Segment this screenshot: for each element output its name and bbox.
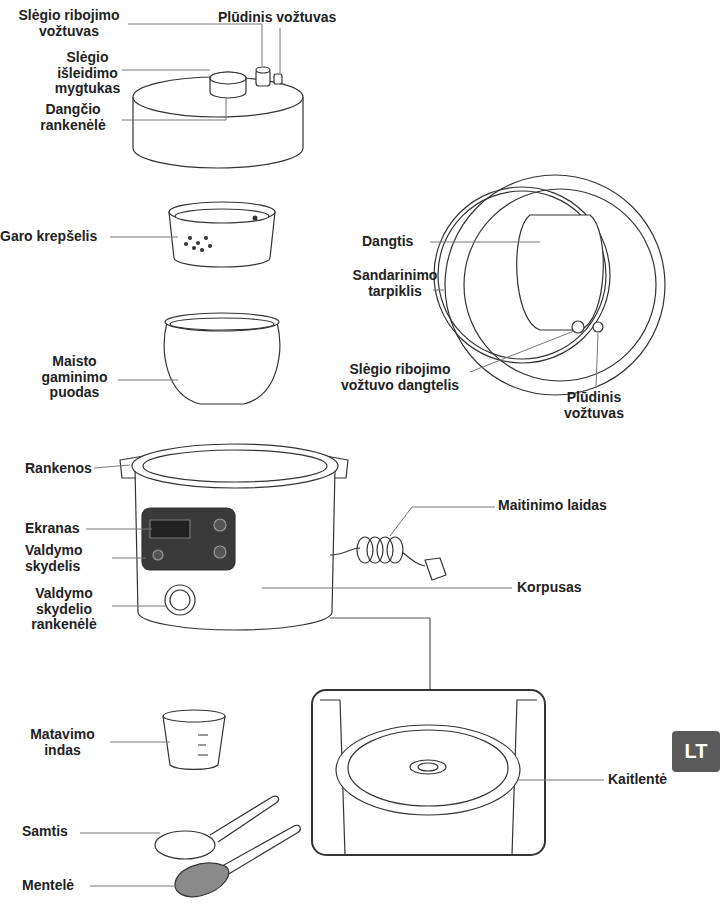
part-label: Rankenos <box>25 461 105 477</box>
pot-body <box>164 322 279 404</box>
sealing-ring-inner <box>438 191 606 359</box>
ladle-bowl <box>155 831 215 859</box>
lid-plate <box>517 215 604 330</box>
plate-sensor-inner <box>418 763 438 771</box>
lid-knob <box>210 72 246 98</box>
part-label: Plūdinis vožtuvas <box>218 10 358 26</box>
power-cord <box>330 537 425 566</box>
basket-inner <box>175 209 269 223</box>
part-label: Slėgio ribojimo vožtuvo dangtelis <box>330 362 470 393</box>
pot-rim <box>165 313 279 331</box>
part-label: Kaitlentė <box>608 772 698 788</box>
pressure-valve-top <box>256 67 270 73</box>
float-valve-under <box>593 322 603 332</box>
panel-button <box>214 519 226 531</box>
float-valve <box>274 74 282 84</box>
basket-rim <box>169 202 275 222</box>
part-label: Slėgio ribojimo vožtuvas <box>8 8 130 39</box>
lid-underside-inner <box>464 189 656 381</box>
pot-inner <box>170 318 274 330</box>
part-label: Slėgio išleidimo mygtukas <box>50 50 125 97</box>
spatula-blade <box>175 863 229 897</box>
part-label: Ekranas <box>25 521 95 537</box>
part-label: Mentelė <box>22 878 102 894</box>
control-panel <box>142 508 235 570</box>
part-label: Dangčio rankenėlė <box>28 102 118 133</box>
sealing-ring <box>434 187 610 363</box>
part-label: Sandarinimo tarpiklis <box>345 268 445 299</box>
panel-button <box>214 546 226 558</box>
control-knob <box>165 585 195 615</box>
heating-plate-inner <box>348 730 508 806</box>
control-knob-inner <box>170 590 190 610</box>
part-label: Dangtis <box>362 234 432 250</box>
cooker-top <box>132 444 338 488</box>
part-label: Matavimo indas <box>20 727 105 758</box>
ladle-handle <box>210 796 279 842</box>
display <box>150 520 190 538</box>
inset-connector <box>330 618 430 690</box>
cup-ticks <box>198 735 208 755</box>
language-badge: LT <box>672 731 720 772</box>
lid-knob-top <box>210 72 246 84</box>
part-label: Garo krepšelis <box>0 229 112 245</box>
part-label: Samtis <box>22 824 92 840</box>
inset-frame <box>312 690 545 855</box>
basket-holes <box>184 216 258 253</box>
part-label: Valdymo skydelio rankenėlė <box>18 586 110 633</box>
panel-button <box>153 550 163 560</box>
measuring-cup <box>163 716 225 769</box>
leader-lines <box>80 24 604 886</box>
lid-underside <box>445 175 665 395</box>
part-label: Korpusas <box>517 580 607 596</box>
measuring-cup-rim <box>163 710 225 722</box>
part-label: Plūdinis vožtuvas <box>555 390 633 421</box>
plate-sensor <box>410 760 446 774</box>
cooker-lid-rim <box>143 450 327 482</box>
part-label: Maisto gaminimo puodas <box>32 354 117 401</box>
inset-body-walls <box>320 700 537 855</box>
part-label: Maitinimo laidas <box>498 498 648 514</box>
plug <box>425 558 446 580</box>
heating-plate <box>336 725 520 815</box>
part-label: Valdymo skydelis <box>25 543 110 574</box>
badge-text: LT <box>685 740 708 763</box>
